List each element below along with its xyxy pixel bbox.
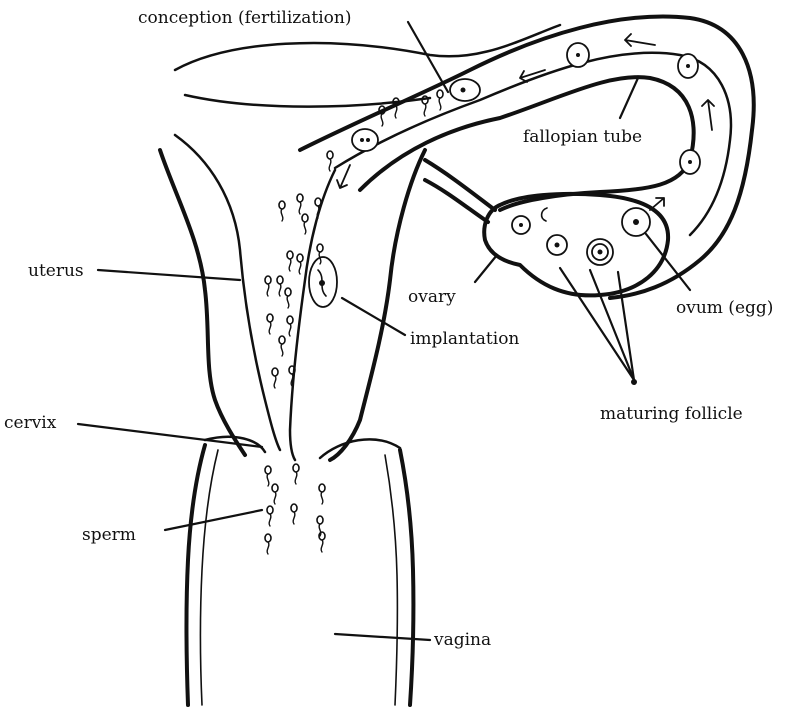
tube-cells (309, 43, 700, 307)
leader-lines (78, 22, 690, 640)
sperm-cell (287, 251, 293, 271)
sperm-cell (287, 316, 293, 336)
follicle (547, 235, 567, 255)
uterus-cavity-right (290, 170, 335, 460)
label-sperm: sperm (82, 525, 136, 545)
sperm-cell (437, 90, 443, 110)
sperm-cell (267, 314, 273, 334)
follicle (542, 208, 547, 221)
label-fallopian-tube: fallopian tube (523, 127, 642, 147)
label-implantation: implantation (410, 329, 519, 349)
leader-ovary (475, 255, 497, 282)
leader-uterus (98, 270, 240, 280)
sperm-cell (297, 194, 303, 214)
sperm-cell (272, 368, 278, 388)
vagina-left-inner (201, 450, 219, 705)
arrow-icon (702, 100, 714, 130)
sperm-cell (277, 276, 283, 296)
sperm-cell (319, 484, 325, 504)
tube-cell (680, 150, 700, 174)
fertilized-egg (450, 79, 480, 101)
sperm-cell (297, 254, 303, 274)
ovarian-ligament-lower (425, 180, 488, 222)
label-vagina: vagina (433, 630, 491, 650)
label-uterus: uterus (28, 261, 84, 281)
follicle (587, 239, 613, 265)
sperm-cells (265, 90, 443, 554)
ovum-cell (622, 208, 650, 236)
label-maturing-follicle: maturing follicle (600, 404, 743, 424)
uterus-cavity-left (175, 135, 280, 450)
leader-sperm (165, 510, 262, 530)
upper-ligament-outline (175, 25, 560, 70)
follicle (512, 216, 530, 234)
arrow-icon (625, 34, 655, 46)
label-conception: conception (fertilization) (138, 8, 351, 28)
implanted-embryo (309, 257, 337, 307)
follicle-leader-junction (631, 379, 637, 385)
sperm-cell (285, 288, 291, 308)
zygote-cell (352, 129, 378, 151)
tube-cell (678, 54, 698, 78)
sperm-cell (272, 484, 278, 504)
arrow-icon (650, 198, 664, 210)
tube-cell (567, 43, 589, 67)
cervix-right-curve (320, 439, 400, 458)
follicles (512, 208, 613, 265)
sperm-cell (265, 276, 271, 296)
uterus-left-wall (160, 150, 245, 455)
sperm-cell (279, 336, 285, 356)
label-cervix: cervix (4, 413, 57, 433)
leader-fallopian-tube (620, 78, 638, 118)
label-ovum: ovum (egg) (676, 298, 773, 318)
sperm-cell (293, 464, 299, 484)
anatomy-outline (160, 17, 754, 705)
sperm-cell (265, 466, 271, 486)
labels: conception (fertilization) fallopian tub… (4, 8, 773, 650)
sperm-cell (302, 214, 308, 234)
label-ovary: ovary (408, 287, 456, 307)
leader-implantation (342, 298, 405, 335)
sperm-cell (279, 201, 285, 221)
vagina-right-outer (400, 450, 413, 705)
vagina-right-inner (385, 455, 397, 705)
leader-vagina (335, 634, 430, 640)
sperm-cell (267, 506, 273, 526)
sperm-cell (291, 504, 297, 524)
sperm-cell (327, 151, 333, 171)
sperm-cell (265, 534, 271, 554)
arrow-icon (337, 165, 350, 188)
